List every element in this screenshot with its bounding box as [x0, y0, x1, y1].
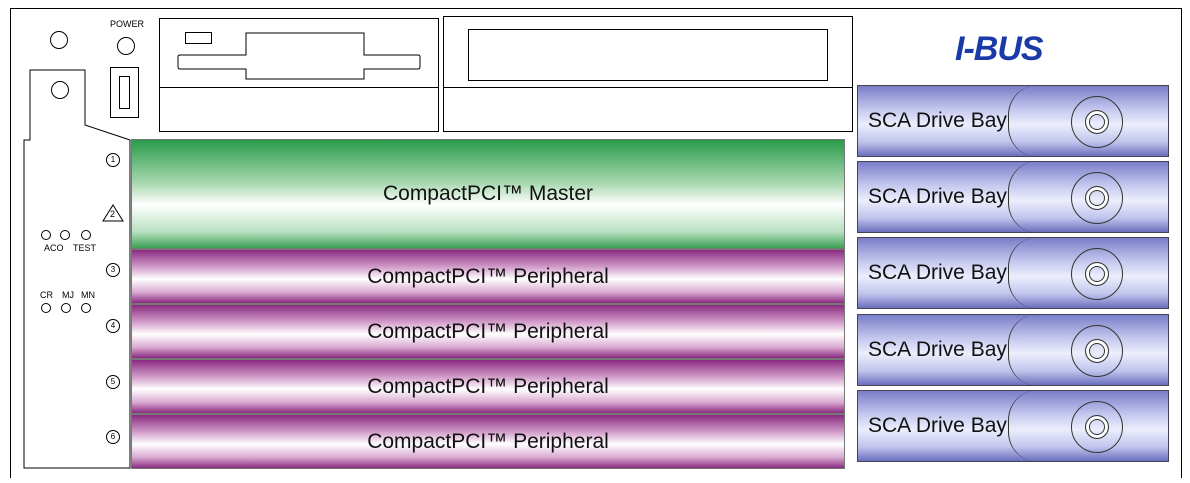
card-peripheral-3[interactable]: CompactPCI™ Peripheral — [131, 249, 845, 304]
drive-bay-latch-icon[interactable] — [1071, 401, 1123, 453]
drive-bay-latch-icon[interactable] — [1071, 172, 1123, 224]
mj-label: MJ — [62, 290, 74, 300]
alarm-led-mn — [81, 303, 91, 313]
drive-bay-label: SCA Drive Bay — [868, 109, 1007, 132]
test-label: TEST — [73, 243, 97, 253]
card-peripheral-label: CompactPCI™ Peripheral — [367, 429, 609, 453]
drive-bay-latch-icon[interactable] — [1071, 325, 1123, 377]
drive-bay-4[interactable]: SCA Drive Bay — [857, 314, 1169, 386]
drive-bay-3[interactable]: SCA Drive Bay — [857, 237, 1169, 309]
alarm-led-cr — [41, 303, 51, 313]
slot-number-1: 1 — [106, 153, 120, 167]
drive-bay-latch-icon[interactable] — [1071, 248, 1123, 300]
slot-number-3: 3 — [106, 263, 120, 277]
slot-number-2-triangle — [102, 204, 124, 222]
indicator-led-top — [50, 31, 68, 49]
slot-number-2: 2 — [110, 209, 116, 219]
card-master-label: CompactPCI™ Master — [382, 182, 594, 205]
cd-drive-bay — [443, 16, 853, 132]
power-switch[interactable] — [110, 67, 139, 118]
cd-tray — [468, 29, 828, 81]
mn-label: MN — [81, 290, 95, 300]
ibus-logo: I-BUS — [955, 30, 1044, 68]
card-peripheral-label: CompactPCI™ Peripheral — [367, 374, 609, 398]
card-peripheral-4[interactable]: CompactPCI™ Peripheral — [131, 304, 845, 359]
drive-bay-2[interactable]: SCA Drive Bay — [857, 161, 1169, 233]
card-peripheral-6[interactable]: CompactPCI™ Peripheral — [131, 414, 845, 469]
drive-bay-label: SCA Drive Bay — [868, 261, 1007, 284]
drive-bay-1[interactable]: SCA Drive Bay — [857, 85, 1169, 157]
drive-bay-label: SCA Drive Bay — [868, 338, 1007, 361]
control-panel-outline — [23, 69, 131, 469]
alarm-led-aco — [60, 230, 70, 240]
aco-label: ACO — [44, 243, 64, 253]
drive-bay-label: SCA Drive Bay — [868, 185, 1007, 208]
slot-number-4: 4 — [106, 319, 120, 333]
floppy-slot — [177, 32, 421, 80]
alarm-led-1 — [41, 230, 51, 240]
cr-label: CR — [40, 290, 53, 300]
card-master[interactable]: CompactPCI™ Master — [131, 139, 845, 249]
card-peripheral-5[interactable]: CompactPCI™ Peripheral — [131, 359, 845, 414]
floppy-eject-button[interactable] — [185, 32, 212, 44]
alarm-led-test — [81, 230, 91, 240]
slot-number-6: 6 — [106, 430, 120, 444]
card-peripheral-label: CompactPCI™ Peripheral — [367, 319, 609, 343]
indicator-led-left — [51, 81, 69, 99]
drive-bay-5[interactable]: SCA Drive Bay — [857, 390, 1169, 462]
alarm-led-mj — [61, 303, 71, 313]
power-label: POWER — [110, 19, 145, 29]
floppy-drive-bay — [159, 18, 439, 132]
card-peripheral-label: CompactPCI™ Peripheral — [367, 264, 609, 288]
slot-number-5: 5 — [106, 375, 120, 389]
power-button[interactable] — [117, 37, 135, 55]
chassis-front-panel — [10, 8, 1182, 478]
drive-bay-latch-icon[interactable] — [1071, 96, 1123, 148]
drive-bay-label: SCA Drive Bay — [868, 414, 1007, 437]
